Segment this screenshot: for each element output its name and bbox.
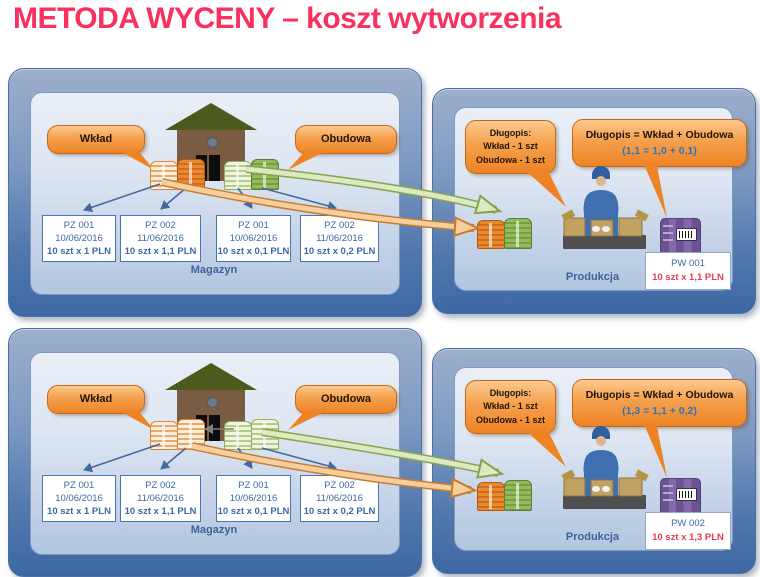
callout-obudowa: Obudowa — [288, 385, 397, 430]
pallet-wklad-2-icon — [177, 159, 205, 190]
produkcja-label: Produkcja — [565, 531, 620, 543]
warehouse-roof-icon — [165, 363, 257, 390]
receipt-card: PZ 002 11/06/2016 10 szt x 1,1 PLN — [120, 215, 201, 262]
warehouse-door-icon — [209, 415, 220, 441]
receipt-doc: PZ 001 — [238, 219, 269, 231]
callout-formula: Długopis = Wkład + Obudowa (1,3 = 1,1 + … — [572, 379, 747, 478]
barcode-icon — [676, 488, 697, 501]
receipt-qty: 10 szt x 1,1 PLN — [124, 506, 197, 518]
finished-product-icon — [660, 218, 701, 253]
receipt-card: PZ 002 11/06/2016 10 szt x 0,2 PLN — [300, 475, 379, 522]
receipt-card: PZ 001 10/06/2016 10 szt x 0,1 PLN — [216, 475, 291, 522]
receipt-date: 10/06/2016 — [55, 232, 103, 244]
receipt-date: 10/06/2016 — [55, 492, 103, 504]
pallet-obudowa-1-icon — [224, 161, 252, 190]
production-receipt-card: PW 002 10 szt x 1,3 PLN — [645, 512, 731, 550]
receipt-date: 11/06/2016 — [137, 492, 184, 504]
receipt-qty: 10 szt x 0,2 PLN — [303, 246, 376, 258]
magazyn-label: Magazyn — [190, 264, 238, 276]
receipt-doc: PZ 001 — [63, 219, 95, 231]
formula-calc: (1,1 = 1,0 + 0,1) — [622, 145, 697, 157]
pallet-wklad-1-icon — [150, 161, 178, 190]
produkcja-label: Produkcja — [565, 271, 620, 283]
callout-recipe: Długopis: Wkład - 1 szt Obudowa - 1 szt — [465, 380, 566, 467]
receipt-date: 11/06/2016 — [316, 492, 363, 504]
formula-title: Długopis = Wkład + Obudowa — [585, 388, 734, 401]
receipt-qty: 10 szt x 0,1 PLN — [217, 506, 290, 518]
receipt-qty: 10 szt x 0,2 PLN — [303, 506, 376, 518]
obudowa-label: Obudowa — [320, 392, 372, 405]
receipt-card: PZ 001 10/06/2016 10 szt x 1 PLN — [42, 215, 116, 262]
magazyn-label: Magazyn — [190, 524, 238, 536]
formula-calc: (1,3 = 1,1 + 0,2) — [622, 405, 697, 417]
finished-product-icon — [660, 478, 701, 513]
obudowa-label: Obudowa — [320, 132, 372, 145]
receipt-doc: PZ 002 — [145, 479, 176, 491]
pw-doc: PW 002 — [671, 517, 705, 529]
callout-formula: Długopis = Wkład + Obudowa (1,1 = 1,0 + … — [572, 119, 747, 218]
formula-title: Długopis = Wkład + Obudowa — [585, 128, 734, 141]
diagram-fifo: Wkład Obudowa PZ 001 10/06/2016 10 szt x… — [8, 68, 756, 317]
production-receipt-card: PW 001 10 szt x 1,1 PLN — [645, 252, 731, 290]
pw-qty: 10 szt x 1,3 PLN — [652, 532, 724, 543]
pw-doc: PW 001 — [671, 257, 705, 269]
receipt-qty: 10 szt x 1 PLN — [47, 246, 111, 258]
receipt-qty: 10 szt x 1 PLN — [47, 506, 111, 518]
prod-pallet-obudowa-icon — [504, 218, 532, 249]
pallet-obudowa-2-icon — [251, 159, 279, 190]
receipt-date: 10/06/2016 — [229, 492, 278, 504]
receipt-doc: PZ 002 — [145, 219, 176, 231]
receipt-date: 11/06/2016 — [137, 232, 184, 244]
pallet-wklad-1-icon — [150, 421, 178, 450]
warehouse-roof-icon — [165, 103, 257, 130]
receipt-date: 11/06/2016 — [316, 232, 363, 244]
wklad-label: Wkład — [79, 392, 113, 405]
receipt-qty: 10 szt x 0,1 PLN — [217, 246, 290, 258]
prod-pallet-wklad-icon — [477, 220, 505, 249]
wklad-label: Wkład — [79, 132, 113, 145]
receipt-doc: PZ 001 — [63, 479, 95, 491]
warehouse-door-icon — [209, 155, 220, 181]
barcode-icon — [676, 228, 697, 241]
callout-obudowa: Obudowa — [288, 125, 397, 170]
pallet-wklad-2-icon — [177, 419, 205, 450]
receipt-date: 10/06/2016 — [229, 232, 278, 244]
pallet-obudowa-1-icon — [224, 421, 252, 450]
callout-recipe: Długopis: Wkład - 1 szt Obudowa - 1 szt — [465, 120, 566, 207]
callout-wklad: Wkład — [47, 385, 154, 430]
prod-pallet-obudowa-icon — [504, 480, 532, 511]
recipe-line: Wkład - 1 szt — [483, 401, 538, 412]
receipt-card: PZ 002 11/06/2016 10 szt x 0,2 PLN — [300, 215, 379, 262]
receipt-qty: 10 szt x 1,1 PLN — [124, 246, 197, 258]
recipe-line: Obudowa - 1 szt — [475, 154, 545, 165]
receipt-doc: PZ 002 — [324, 219, 355, 231]
recipe-line: Obudowa - 1 szt — [475, 414, 545, 425]
recipe-line: Długopis: — [489, 127, 532, 138]
recipe-line: Długopis: — [489, 387, 532, 398]
slide-title: METODA WYCENY – koszt wytworzenia — [13, 2, 562, 35]
prod-pallet-wklad-icon — [477, 482, 505, 511]
recipe-line: Wkład - 1 szt — [483, 141, 538, 152]
warehouse-window-icon — [207, 137, 218, 148]
diagram-lifo: Wkład Obudowa PZ 001 10/06/2016 10 szt x… — [0, 260, 760, 577]
receipt-card: PZ 001 10/06/2016 10 szt x 0,1 PLN — [216, 215, 291, 262]
receipt-doc: PZ 002 — [324, 479, 355, 491]
pallet-obudowa-2-icon — [251, 419, 279, 450]
warehouse-window-icon — [207, 397, 218, 408]
callout-wklad: Wkład — [47, 125, 154, 170]
pw-qty: 10 szt x 1,1 PLN — [652, 272, 724, 283]
receipt-card: PZ 002 11/06/2016 10 szt x 1,1 PLN — [120, 475, 201, 522]
receipt-doc: PZ 001 — [238, 479, 269, 491]
receipt-card: PZ 001 10/06/2016 10 szt x 1 PLN — [42, 475, 116, 522]
